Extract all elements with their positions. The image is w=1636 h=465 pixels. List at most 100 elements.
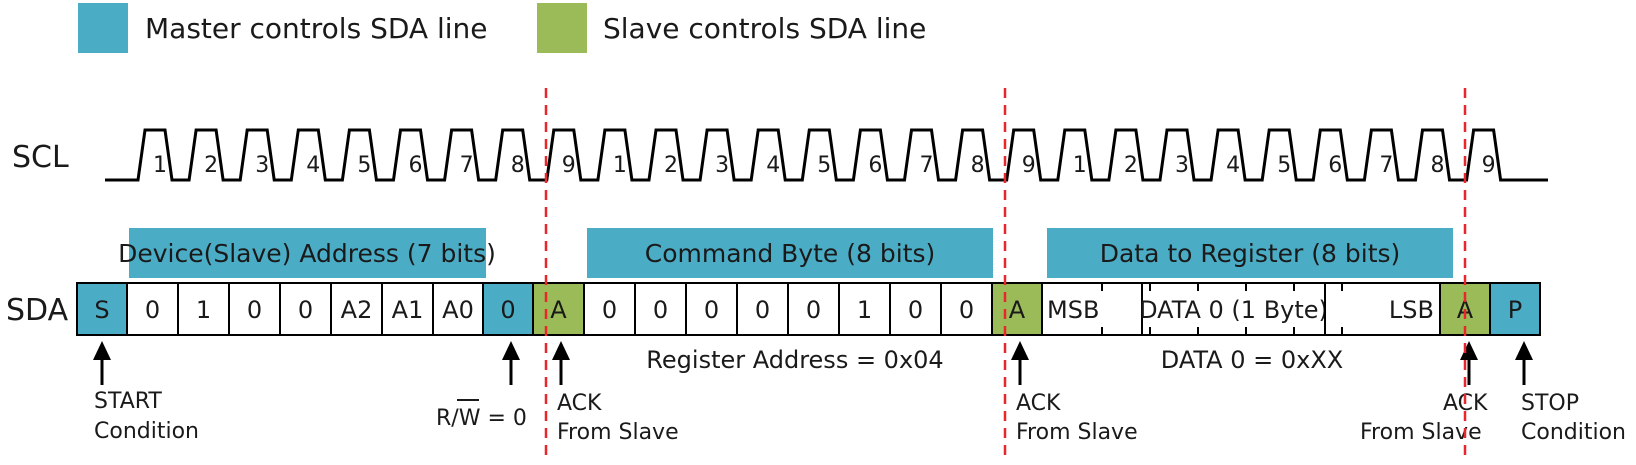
scl-pulse-3: 3 xyxy=(255,153,269,178)
scl-label: SCL xyxy=(12,140,69,175)
legend: Master controls SDA line Slave controls … xyxy=(78,3,926,53)
caption-ack-1-line2: From Slave xyxy=(557,420,679,445)
byte-boundary-markers xyxy=(544,88,1467,462)
sda-cell-10-text: A xyxy=(550,296,567,324)
sda-cell-10 xyxy=(532,282,585,336)
scl-pulse-21: 3 xyxy=(1175,153,1189,178)
sda-cell-16-text: 1 xyxy=(857,296,872,324)
arrow-head-5 xyxy=(1460,341,1478,360)
sda-cell-21 xyxy=(1141,282,1326,336)
sda-cell-4-text: 0 xyxy=(247,296,262,324)
caption-ack-2: ACK From Slave xyxy=(1016,391,1138,445)
legend-slave-label: Slave controls SDA line xyxy=(603,12,926,45)
sda-cell-3-text: 1 xyxy=(196,296,211,324)
sda-cell-17-text: 0 xyxy=(908,296,923,324)
sda-cell-5 xyxy=(279,282,332,336)
sda-cell-8-text: A0 xyxy=(442,296,474,324)
data-value-note: DATA 0 = 0xXX xyxy=(1161,346,1343,374)
scl-pulse-15: 6 xyxy=(868,153,882,178)
scl-pulse-6: 6 xyxy=(409,153,423,178)
arrow-head-6 xyxy=(1515,341,1533,360)
scl-pulse-2: 2 xyxy=(204,153,218,178)
sda-cell-3 xyxy=(177,282,230,336)
scl-pulse-24: 6 xyxy=(1328,153,1342,178)
sda-cell-12 xyxy=(634,282,687,336)
scl-pulse-1: 1 xyxy=(153,153,167,178)
scl-pulse-25: 7 xyxy=(1379,153,1393,178)
arrow-head-4 xyxy=(1011,341,1029,360)
sda-cell-2-text: 0 xyxy=(145,296,160,324)
sda-cell-13-text: 0 xyxy=(704,296,719,324)
sda-cell-24 xyxy=(1489,282,1541,336)
scl-pulse-23: 5 xyxy=(1277,153,1291,178)
scl-pulse-13: 4 xyxy=(766,153,780,178)
banner-command-byte-text: Command Byte (8 bits) xyxy=(645,239,936,268)
banner-data-register-text: Data to Register (8 bits) xyxy=(1100,239,1401,268)
sda-label: SDA xyxy=(6,293,69,328)
scl-pulse-16: 7 xyxy=(920,153,934,178)
legend-slave-swatch xyxy=(537,3,587,53)
scl-pulse-18: 9 xyxy=(1022,153,1036,178)
sda-cell-14 xyxy=(736,282,789,336)
caption-rw: R/W = 0 xyxy=(436,399,527,431)
sda-cell-11-text: 0 xyxy=(602,296,617,324)
sda-cell-20-text: MSB xyxy=(1047,296,1099,324)
scl-pulse-9: 9 xyxy=(562,153,576,178)
sda-cell-19 xyxy=(991,282,1043,336)
arrow-head-1 xyxy=(93,341,111,360)
register-address-note: Register Address = 0x04 xyxy=(646,346,943,374)
scl-pulse-4: 4 xyxy=(306,153,320,178)
legend-master-label: Master controls SDA line xyxy=(145,12,488,45)
sda-cell-21-text: DATA 0 (1 Byte) xyxy=(1139,296,1328,324)
scl-pulse-12: 3 xyxy=(715,153,729,178)
caption-start-line1: START xyxy=(94,389,162,414)
banner-device-address: Device(Slave) Address (7 bits) xyxy=(118,228,496,278)
caption-ack-3: ACK From Slave xyxy=(1360,391,1488,445)
sda-cell-1-text: S xyxy=(94,296,109,324)
sda-cell-9-text: 0 xyxy=(500,296,515,324)
scl-pulse-22: 4 xyxy=(1226,153,1240,178)
caption-start: START Condition xyxy=(94,389,199,444)
sda-cell-2 xyxy=(126,282,179,336)
banner-data-register: Data to Register (8 bits) xyxy=(1047,228,1453,278)
sda-cell-5-text: 0 xyxy=(298,296,313,324)
caption-ack-1-line1: ACK xyxy=(557,391,602,416)
banner-command-byte: Command Byte (8 bits) xyxy=(587,228,993,278)
sda-cell-18-text: 0 xyxy=(959,296,974,324)
scl-pulse-19: 1 xyxy=(1073,153,1087,178)
caption-stop-line2: Condition xyxy=(1521,420,1626,445)
sda-cell-22-text: LSB xyxy=(1389,296,1434,324)
scl-pulse-11: 2 xyxy=(664,153,678,178)
scl-pulse-27: 9 xyxy=(1482,153,1496,178)
scl-pulse-10: 1 xyxy=(613,153,627,178)
scl-pulse-7: 7 xyxy=(460,153,474,178)
scl-pulse-14: 5 xyxy=(817,153,831,178)
sda-cell-9 xyxy=(482,282,534,336)
sda-cell-11 xyxy=(583,282,636,336)
scl-pulse-5: 5 xyxy=(357,153,371,178)
sda-cell-12-text: 0 xyxy=(653,296,668,324)
scl-pulse-26: 8 xyxy=(1431,153,1445,178)
caption-ack-1: ACK From Slave xyxy=(557,391,679,445)
sda-cell-13 xyxy=(685,282,738,336)
banner-device-address-text: Device(Slave) Address (7 bits) xyxy=(118,239,496,268)
sda-cell-17 xyxy=(889,282,942,336)
event-arrows xyxy=(93,341,1533,385)
sda-cell-6-text: A2 xyxy=(341,296,373,324)
sda-cell-4 xyxy=(228,282,281,336)
sda-cell-7-text: A1 xyxy=(392,296,424,324)
scl-waveform xyxy=(105,128,1548,182)
sda-cell-6 xyxy=(330,282,383,336)
caption-start-line2: Condition xyxy=(94,419,199,444)
sda-cell-15-text: 0 xyxy=(806,296,821,324)
caption-ack-3-line2: From Slave xyxy=(1360,420,1482,445)
sda-cell-1 xyxy=(76,282,128,336)
caption-rw-text: R/W = 0 xyxy=(436,406,527,431)
caption-ack-2-line2: From Slave xyxy=(1016,420,1138,445)
arrow-head-3 xyxy=(552,341,570,360)
caption-ack-2-line1: ACK xyxy=(1016,391,1061,416)
sda-cell-19-text: A xyxy=(1009,296,1026,324)
